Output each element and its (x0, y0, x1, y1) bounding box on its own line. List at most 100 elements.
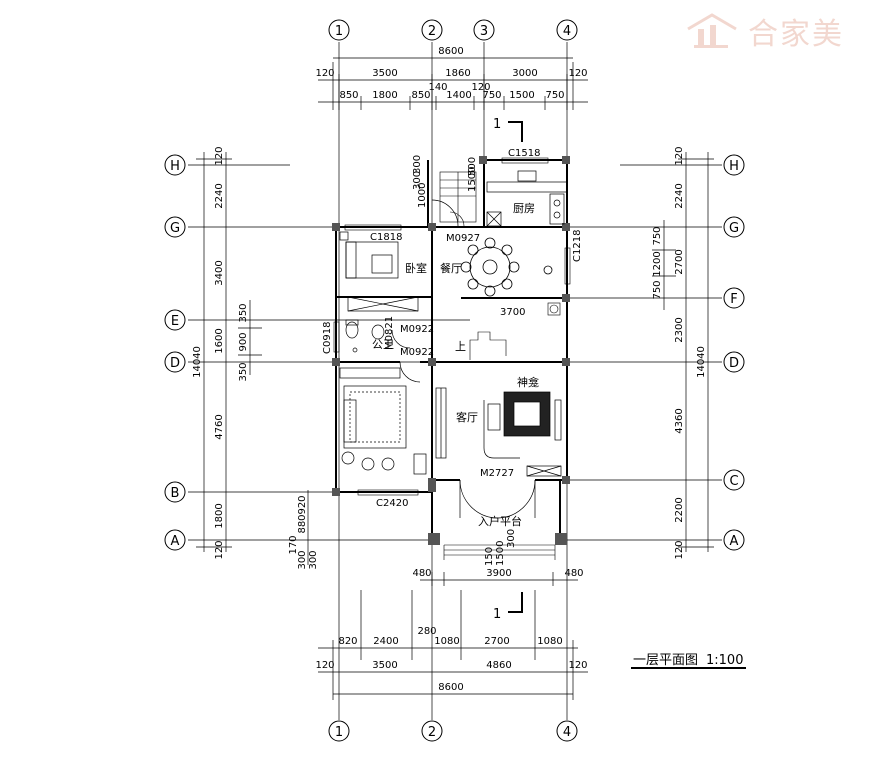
stair-up-1: 上 (455, 340, 466, 353)
label-m0927: M0927 (446, 233, 480, 244)
right-s-0: 750 (652, 226, 663, 245)
bot-r2-0: 120 (315, 660, 334, 671)
section-label-bottom: 1 (493, 607, 501, 622)
axis-h-right: H (729, 159, 739, 174)
stair-top-2: 300 (412, 155, 423, 174)
bot-e-0: 480 (412, 568, 431, 579)
room-entry: 入户平台 (478, 514, 522, 528)
top-r1-4: 120 (568, 68, 587, 79)
bot-r1-4: 2700 (484, 636, 509, 647)
label-c1818: C1818 (370, 232, 402, 243)
grid-lines (188, 42, 722, 720)
label-m0922a: M0922 (400, 324, 434, 335)
right-m-4: 4360 (674, 408, 685, 433)
room-shrine: 神龛 (517, 375, 539, 389)
top-r2-7: 750 (545, 90, 564, 101)
top-dimension-lines (318, 57, 588, 110)
top-r2-6: 1500 (509, 90, 534, 101)
axis-b-left: B (171, 486, 180, 501)
dining-table (460, 237, 553, 297)
left-l-1: 880 (297, 514, 308, 533)
top-r2-4: 1400 (446, 90, 471, 101)
stair-top-0: 1000 (417, 183, 428, 208)
axis-4-top: 4 (563, 24, 571, 39)
top-dimension-texts: 8600 120 3500 1860 3000 120 850 1800 850… (315, 46, 587, 101)
axis-3-top: 3 (480, 24, 488, 39)
doors (391, 199, 536, 519)
bot-e-2: 480 (564, 568, 583, 579)
axis-a-left: A (171, 534, 180, 549)
left-dimension-texts: 14040 120 2240 3400 1600 4760 1800 120 3… (192, 146, 319, 569)
top-r2-5: 750 (482, 90, 501, 101)
left-total: 14040 (192, 346, 203, 378)
axis-g-left: G (170, 221, 180, 236)
section-marks (508, 121, 523, 613)
right-m-5: 2200 (674, 497, 685, 522)
room-bedroom: 卧室 (405, 261, 427, 275)
master-bedroom-fixtures (339, 367, 427, 475)
stair-top-3: 1500 (467, 167, 478, 192)
left-m-2: 3400 (214, 260, 225, 285)
left-m-4: 4760 (214, 414, 225, 439)
top-r2-2: 850 (411, 90, 430, 101)
left-l-2: 170 (288, 535, 299, 554)
right-s-1: 1200 (652, 251, 663, 276)
left-l-0: 920 (297, 495, 308, 514)
bot-r1-0: 820 (338, 636, 357, 647)
house-logo-icon (687, 13, 737, 48)
title-scale: 1:100 (706, 653, 743, 668)
stair-top-4: 500 (467, 157, 478, 176)
right-total: 14040 (696, 346, 707, 378)
axis-4-bottom: 4 (563, 725, 571, 740)
entry-steps (443, 544, 556, 560)
top-r2-1: 1800 (372, 90, 397, 101)
top-r1-3: 3000 (512, 68, 537, 79)
left-m-5: 1800 (214, 503, 225, 528)
left-dimension-lines (196, 152, 309, 565)
bottom-dimension-texts: 480 3900 480 820 2400 280 1080 2700 1080… (315, 568, 587, 693)
axis-2-bottom: 2 (428, 725, 436, 740)
top-r2-0: 850 (339, 90, 358, 101)
axis-d-left: D (170, 356, 180, 371)
bot-r1-3: 1080 (434, 636, 459, 647)
stair-bot-0: 150 (484, 547, 495, 566)
right-m-1: 2240 (674, 183, 685, 208)
stair-bot-2: 300 (506, 529, 517, 548)
bot-r1-5: 1080 (537, 636, 562, 647)
stairs-middle (469, 302, 561, 360)
bot-r1-2: 280 (417, 626, 436, 637)
axis-1-bottom: 1 (335, 725, 343, 740)
right-dimension-texts: 14040 120 2240 2700 2300 4360 2200 120 7… (652, 146, 707, 559)
section-label-top: 1 (493, 117, 501, 132)
right-dimension-lines (652, 152, 714, 552)
axis-bubbles (164, 19, 745, 742)
top-r2-3: 140 (428, 82, 447, 93)
label-span3700: 3700 (500, 307, 525, 318)
top-r1-2: 1860 (445, 68, 470, 79)
axis-c-right: C (729, 474, 738, 489)
label-m2727: M2727 (480, 468, 514, 479)
label-c0918: C0918 (322, 322, 333, 354)
watermark: 合家美 (684, 8, 884, 54)
axis-g-right: G (729, 221, 739, 236)
bot-r2-1: 3500 (372, 660, 397, 671)
room-dining: 餐厅 (440, 261, 462, 275)
bottom-dimension-lines (318, 572, 588, 700)
left-l-3: 300 (297, 550, 308, 569)
axis-e-left: E (171, 314, 179, 329)
label-c2420: C2420 (376, 498, 408, 509)
left-m-6: 120 (214, 540, 225, 559)
axis-d-right: D (729, 356, 739, 371)
bot-r2-3: 120 (568, 660, 587, 671)
right-m-2: 2700 (674, 249, 685, 274)
opening-labels: C1518 C1818 M0927 C1218 M0922 M0922 C091… (322, 148, 583, 566)
left-l-4: 300 (308, 550, 319, 569)
label-c1518: C1518 (508, 148, 540, 159)
living-fixtures (435, 387, 562, 477)
room-bathroom: 公卫 (372, 338, 394, 351)
left-s-2: 350 (238, 362, 249, 381)
left-s-0: 350 (238, 303, 249, 322)
drawing-title: 一层平面图 1:100 (631, 653, 746, 669)
bot-e-1: 3900 (486, 568, 511, 579)
axis-f-right: F (730, 292, 737, 307)
